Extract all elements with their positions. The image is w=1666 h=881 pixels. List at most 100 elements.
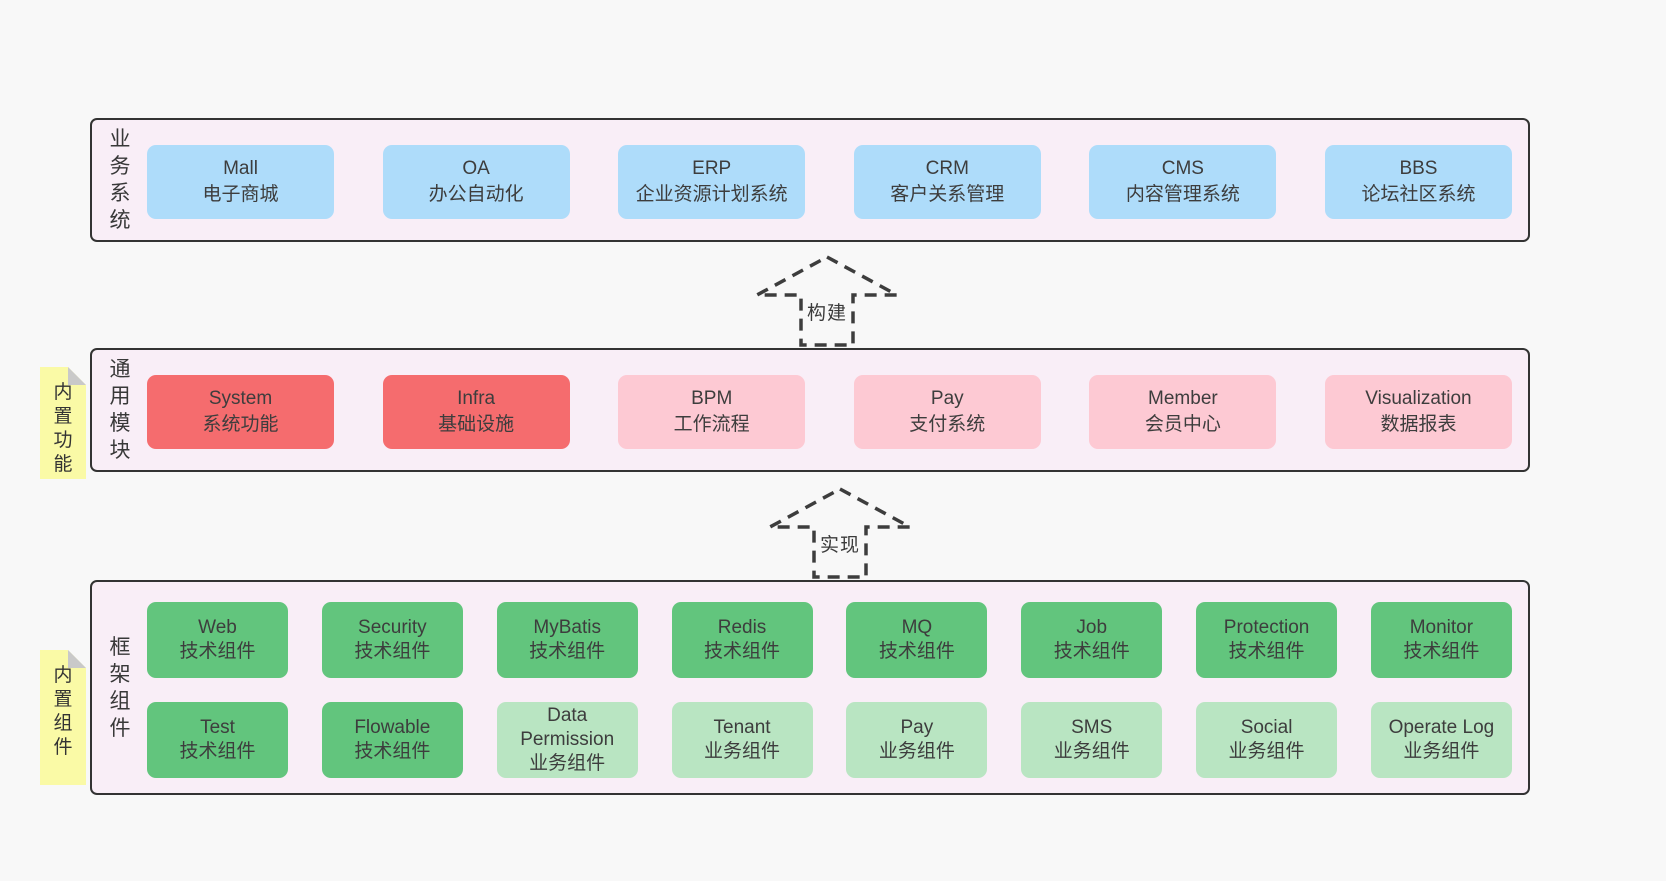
box-name: MQ <box>901 617 933 638</box>
box-pay-component: Pay 业务组件 <box>846 702 988 778</box>
box-subtitle: 技术组件 <box>179 641 256 662</box>
box-data-permission: Data Permission 业务组件 <box>496 702 638 778</box>
box-subtitle: 业务组件 <box>704 741 781 762</box>
box-subtitle: 论坛社区系统 <box>1361 184 1476 205</box>
box-subtitle: 企业资源计划系统 <box>635 184 788 205</box>
box-operate-log: Operate Log 业务组件 <box>1370 702 1512 778</box>
box-name: Social <box>1240 717 1293 738</box>
box-name: Pay <box>930 388 964 409</box>
layer-framework-components-title: 框 架 组 件 <box>109 635 131 740</box>
box-name: Web <box>198 617 237 638</box>
box-name: Security <box>358 617 427 638</box>
box-mybatis: MyBatis 技术组件 <box>496 602 638 678</box>
box-name: Monitor <box>1409 617 1474 638</box>
box-subtitle: 技术组件 <box>179 741 256 762</box>
box-bbs: BBS 论坛社区系统 <box>1324 145 1512 219</box>
box-erp: ERP 企业资源计划系统 <box>618 145 806 219</box>
layer-business-systems: 业 务 系 统 Mall 电子商城 OA 办公自动化 ERP 企业资源计划系统 … <box>90 118 1530 242</box>
box-oa: OA 办公自动化 <box>382 145 570 219</box>
box-subtitle: 业务组件 <box>878 741 955 762</box>
box-member: Member 会员中心 <box>1089 375 1277 449</box>
implement-arrow: 实现 <box>767 487 913 579</box>
box-subtitle: 技术组件 <box>1228 641 1305 662</box>
framework-components-row-1: Web 技术组件 Security 技术组件 MyBatis 技术组件 Redi… <box>147 602 1512 678</box>
box-subtitle: 工作流程 <box>673 414 750 435</box>
box-name: Infra <box>457 388 496 409</box>
box-name: CRM <box>925 158 969 179</box>
box-web: Web 技术组件 <box>147 602 288 678</box>
box-subtitle: 技术组件 <box>704 641 781 662</box>
builtin-components-note-label: 内 置 组 件 <box>53 665 73 758</box>
box-name: OA <box>462 158 490 179</box>
box-subtitle: 业务组件 <box>1403 741 1480 762</box>
box-subtitle: 办公自动化 <box>428 184 524 205</box>
layer-common-modules-title: 通 用 模 块 <box>109 358 131 462</box>
box-name: ERP <box>692 158 732 179</box>
box-subtitle: 支付系统 <box>909 414 986 435</box>
layer-framework-components: 框 架 组 件 Web 技术组件 Security 技术组件 MyBatis 技… <box>90 580 1530 795</box>
common-modules-row: System 系统功能 Infra 基础设施 BPM 工作流程 Pay 支付系统… <box>147 375 1512 449</box>
box-job: Job 技术组件 <box>1021 602 1163 678</box>
box-name: Redis <box>717 617 767 638</box>
box-subtitle: 会员中心 <box>1144 414 1221 435</box>
box-name: Test <box>200 717 235 738</box>
box-security: Security 技术组件 <box>321 602 463 678</box>
box-mall: Mall 电子商城 <box>147 145 334 219</box>
box-subtitle: 技术组件 <box>878 641 955 662</box>
box-subtitle: 客户关系管理 <box>890 184 1005 205</box>
box-subtitle: 基础设施 <box>438 414 515 435</box>
box-protection: Protection 技术组件 <box>1196 602 1338 678</box>
box-name: System <box>208 388 273 409</box>
box-flowable: Flowable 技术组件 <box>321 702 463 778</box>
box-infra: Infra 基础设施 <box>382 375 570 449</box>
box-subtitle: 技术组件 <box>529 641 606 662</box>
box-crm: CRM 客户关系管理 <box>853 145 1041 219</box>
builtin-functions-note: 内 置 功 能 <box>40 367 86 479</box>
box-name: MyBatis <box>533 617 601 638</box>
box-subtitle: 技术组件 <box>354 641 431 662</box>
box-name: BPM <box>691 388 733 409</box>
box-cms: CMS 内容管理系统 <box>1089 145 1277 219</box>
box-monitor: Monitor 技术组件 <box>1370 602 1512 678</box>
box-bpm: BPM 工作流程 <box>618 375 806 449</box>
box-redis: Redis 技术组件 <box>671 602 813 678</box>
box-name: Data Permission <box>520 705 615 750</box>
box-tenant: Tenant 业务组件 <box>671 702 813 778</box>
box-subtitle: 技术组件 <box>1403 641 1480 662</box>
box-subtitle: 系统功能 <box>202 414 279 435</box>
framework-components-row-2: Test 技术组件 Flowable 技术组件 Data Permission … <box>147 702 1512 778</box>
box-subtitle: 技术组件 <box>1053 641 1130 662</box>
builtin-functions-note-label: 内 置 功 能 <box>53 382 73 475</box>
layer-business-systems-title: 业 务 系 统 <box>109 128 131 232</box>
box-subtitle: 数据报表 <box>1380 414 1457 435</box>
builtin-components-note: 内 置 组 件 <box>40 650 86 785</box>
box-subtitle: 业务组件 <box>1228 741 1305 762</box>
box-name: Operate Log <box>1388 717 1495 738</box>
box-name: SMS <box>1071 717 1113 738</box>
box-name: CMS <box>1161 158 1204 179</box>
box-pay-system: Pay 支付系统 <box>853 375 1041 449</box>
box-subtitle: 电子商城 <box>202 184 279 205</box>
box-subtitle: 内容管理系统 <box>1125 184 1240 205</box>
box-system: System 系统功能 <box>147 375 334 449</box>
up-arrow-icon <box>756 255 898 347</box>
box-name: Visualization <box>1365 388 1472 409</box>
implement-arrow-label: 实现 <box>819 535 860 556</box>
box-visualization: Visualization 数据报表 <box>1324 375 1512 449</box>
box-mq: MQ 技术组件 <box>846 602 988 678</box>
box-name: Mall <box>223 158 258 179</box>
box-subtitle: 业务组件 <box>1053 741 1130 762</box>
up-arrow-icon <box>769 487 911 579</box>
box-name: BBS <box>1399 158 1438 179</box>
box-subtitle: 技术组件 <box>354 741 431 762</box>
box-sms: SMS 业务组件 <box>1021 702 1163 778</box>
box-name: Job <box>1076 617 1108 638</box>
box-subtitle: 业务组件 <box>529 753 606 774</box>
box-social: Social 业务组件 <box>1196 702 1338 778</box>
box-name: Pay <box>900 717 934 738</box>
box-name: Flowable <box>354 717 431 738</box>
box-name: Protection <box>1223 617 1310 638</box>
business-systems-row: Mall 电子商城 OA 办公自动化 ERP 企业资源计划系统 CRM 客户关系… <box>147 145 1512 219</box>
build-arrow: 构建 <box>754 255 900 347</box>
